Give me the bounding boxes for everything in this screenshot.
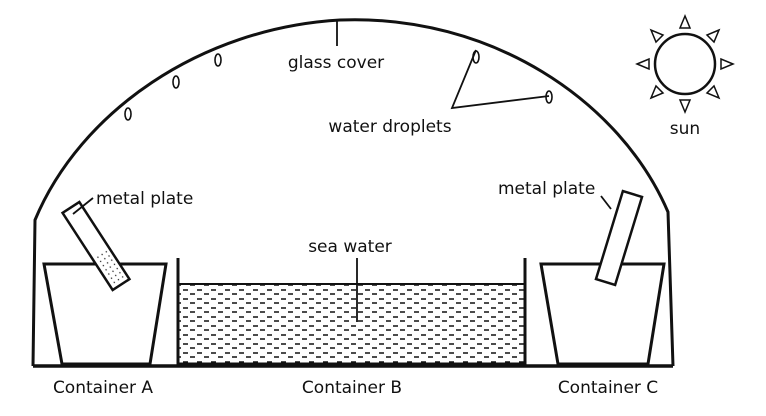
container-b-label: Container B <box>302 378 402 398</box>
sea-water <box>178 284 525 364</box>
container-c-label: Container C <box>558 378 658 398</box>
metal-plate-right-label: metal plate <box>498 179 595 199</box>
metal-plate-left-wet <box>95 249 126 286</box>
metal-plate-right <box>594 189 644 287</box>
glass-cover <box>31 18 675 367</box>
glass-cover-label: glass cover <box>288 53 384 73</box>
sun-label: sun <box>670 119 700 139</box>
container-a-label: Container A <box>53 378 153 398</box>
metal-plate-right-pointer <box>600 195 612 210</box>
sun-icon <box>635 14 735 114</box>
metal-plate-left-label: metal plate <box>96 189 193 209</box>
water-droplets-label: water droplets <box>328 117 451 137</box>
container-c <box>539 262 666 366</box>
container-b <box>176 258 527 366</box>
metal-plate-left-pointer <box>72 197 94 215</box>
container-a <box>42 262 168 366</box>
water-droplets-pointer <box>450 49 550 110</box>
sea-water-label: sea water <box>308 237 392 257</box>
